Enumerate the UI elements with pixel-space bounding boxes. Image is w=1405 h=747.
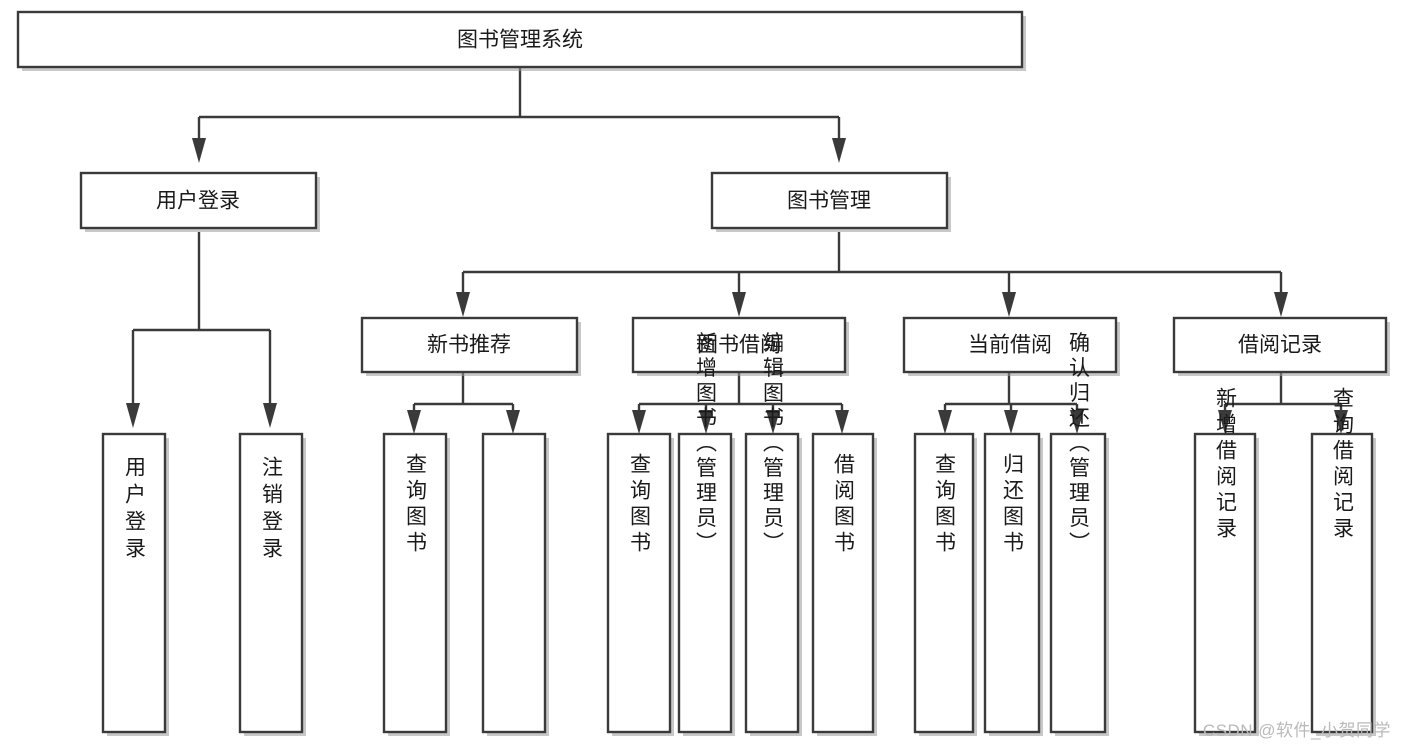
node-borrow-record[interactable]: 借阅记录 bbox=[1172, 316, 1390, 376]
arrow-head-book-borrow bbox=[732, 292, 746, 317]
leaf-label: 确认归还（管理员） bbox=[1067, 332, 1091, 557]
arrow-head-bb-leaf-1 bbox=[632, 410, 646, 434]
arrow-head-leaf-logout bbox=[263, 403, 277, 428]
leaf-label: 查询图书 bbox=[628, 453, 652, 557]
leaf-box[interactable] bbox=[606, 432, 672, 734]
arrow-head-nb-leaf-2 bbox=[506, 410, 520, 434]
node-user-login[interactable]: 用户登录 bbox=[79, 171, 320, 232]
arrow-head-new-book-recommend bbox=[456, 292, 470, 317]
leaf-box[interactable] bbox=[744, 432, 800, 734]
root-label: 图书管理系统 bbox=[457, 29, 583, 52]
borrow-record-box[interactable] bbox=[1172, 316, 1388, 374]
leaf-book-borrow-query[interactable]: 查询图书 bbox=[606, 432, 674, 736]
root-box[interactable] bbox=[16, 10, 1024, 69]
node-new-book-recommend[interactable]: 新书推荐 bbox=[360, 316, 581, 376]
leaf-label: 新增图书（管理员） bbox=[694, 332, 718, 557]
leaf-book-borrow-add[interactable]: 新增图书（管理员） bbox=[677, 332, 735, 737]
leaf-label: 编辑图书（管理员） bbox=[761, 332, 785, 557]
leaf-label: 查询图书 bbox=[404, 453, 428, 557]
leaf-user-login-logout[interactable]: 注销登录 bbox=[238, 432, 306, 736]
arrow-head-bb-leaf-2 bbox=[699, 410, 713, 434]
leaf-new-book-borrow[interactable] bbox=[481, 432, 549, 736]
new-book-recommend-label: 新书推荐 bbox=[427, 334, 511, 357]
leaf-label: 新增借阅记录 bbox=[1214, 387, 1238, 543]
leaf-box[interactable] bbox=[677, 432, 733, 734]
leaf-borrow-record-query[interactable]: 查询借阅记录 bbox=[1310, 387, 1376, 736]
leaf-box[interactable] bbox=[1049, 432, 1107, 734]
arrow-head-bb-leaf-3 bbox=[766, 410, 780, 434]
leaf-label: 归还图书 bbox=[1001, 453, 1025, 557]
leaf-box[interactable] bbox=[481, 432, 547, 734]
arrow-head-borrow-record bbox=[1274, 292, 1288, 317]
book-borrow-box[interactable] bbox=[631, 316, 847, 374]
borrow-record-label: 借阅记录 bbox=[1238, 334, 1322, 357]
leaf-box[interactable] bbox=[811, 432, 875, 734]
user-login-box[interactable] bbox=[79, 171, 318, 230]
arrow-head-book-manage bbox=[832, 138, 846, 163]
node-current-borrow[interactable]: 当前借阅 bbox=[902, 316, 1120, 376]
new-book-recommend-box[interactable] bbox=[360, 316, 579, 374]
leaf-label: 注销登录 bbox=[260, 456, 284, 564]
book-management-box[interactable] bbox=[710, 171, 949, 230]
leaf-box[interactable] bbox=[238, 432, 304, 734]
node-book-borrow[interactable]: 图书借阅 bbox=[631, 316, 849, 376]
arrow-head-user-login bbox=[192, 138, 206, 163]
leaf-user-login-login[interactable]: 用户登录 bbox=[101, 432, 169, 736]
arrow-head-cb-leaf-1 bbox=[938, 410, 952, 434]
book-borrow-label: 图书借阅 bbox=[697, 334, 781, 357]
leaf-book-borrow-edit[interactable]: 编辑图书（管理员） bbox=[744, 332, 802, 737]
arrow-head-br-leaf-2 bbox=[1334, 410, 1348, 434]
leaf-label: 用户登录 bbox=[123, 456, 147, 564]
leaf-current-borrow-query[interactable]: 查询图书 bbox=[913, 432, 977, 736]
leaf-label: 查询借阅记录 bbox=[1331, 387, 1355, 543]
arrow-head-br-leaf-1 bbox=[1218, 410, 1232, 434]
leaf-new-book-query[interactable]: 查询图书 bbox=[382, 432, 450, 736]
arrow-head-current-borrow bbox=[1002, 292, 1016, 317]
leaf-box[interactable] bbox=[1193, 432, 1257, 734]
node-book-management[interactable]: 图书管理 bbox=[710, 171, 951, 232]
leaf-current-borrow-return[interactable]: 归还图书 bbox=[983, 432, 1043, 736]
user-login-label: 用户登录 bbox=[156, 190, 240, 213]
leaf-box[interactable] bbox=[382, 432, 448, 734]
leaf-box[interactable] bbox=[913, 432, 975, 734]
leaf-box[interactable] bbox=[101, 432, 167, 734]
arrow-head-cb-leaf-2 bbox=[1004, 410, 1018, 434]
arrow-head-leaf-user-login bbox=[126, 403, 140, 428]
arrow-head-cb-leaf-3 bbox=[1070, 410, 1084, 434]
leaf-current-borrow-confirm[interactable]: 确认归还（管理员） bbox=[1049, 332, 1109, 737]
leaf-box[interactable] bbox=[1310, 432, 1374, 734]
leaf-borrow-record-add[interactable]: 新增借阅记录 bbox=[1193, 387, 1259, 736]
leaf-box[interactable] bbox=[983, 432, 1041, 734]
leaf-label: 查询图书 bbox=[933, 453, 957, 557]
book-management-label: 图书管理 bbox=[787, 190, 871, 213]
arrow-head-bb-leaf-4 bbox=[835, 410, 849, 434]
current-borrow-box[interactable] bbox=[902, 316, 1118, 374]
leaf-book-borrow-borrow[interactable]: 借阅图书 bbox=[811, 432, 877, 736]
connector-layer bbox=[126, 67, 1348, 434]
current-borrow-label: 当前借阅 bbox=[968, 334, 1052, 357]
node-root-book-management-system[interactable]: 图书管理系统 bbox=[16, 10, 1026, 71]
leaf-label: 借阅图书 bbox=[832, 453, 856, 557]
arrow-head-nb-leaf-1 bbox=[407, 410, 421, 434]
